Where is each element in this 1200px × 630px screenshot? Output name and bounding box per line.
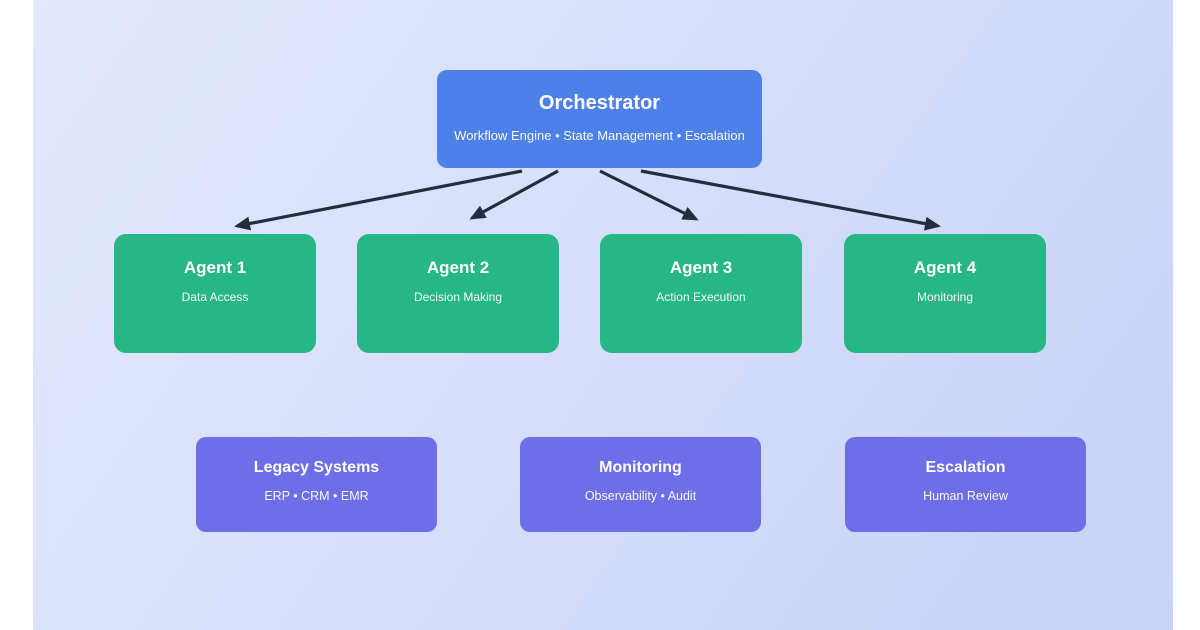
agent-1-title: Agent 1 [183,258,247,277]
orchestrator-node: Orchestrator Workflow Engine • State Man… [437,70,762,168]
agent-2-subtitle: Decision Making [413,289,503,304]
support-node-monitoring: Monitoring Observability • Audit [520,437,761,532]
agent-node-1: Agent 1 Data Access [114,234,316,353]
agent-2-title: Agent 2 [426,258,490,277]
agent-3-subtitle: Action Execution [656,289,746,304]
escalation-title: Escalation [925,459,1006,476]
agent-1-subtitle: Data Access [181,289,249,304]
support-node-escalation: Escalation Human Review [845,437,1086,532]
monitoring-subtitle: Observability • Audit [584,489,697,504]
monitoring-title: Monitoring [599,459,682,476]
agent-node-2: Agent 2 Decision Making [357,234,559,353]
legacy-systems-title: Legacy Systems [253,459,380,476]
agent-node-4: Agent 4 Monitoring [844,234,1046,353]
orchestrator-subtitle: Workflow Engine • State Management • Esc… [454,128,745,143]
legacy-systems-subtitle: ERP • CRM • EMR [264,489,369,504]
escalation-subtitle: Human Review [923,489,1008,504]
agent-4-title: Agent 4 [913,258,977,277]
agent-4-subtitle: Monitoring [916,289,974,304]
agent-node-3: Agent 3 Action Execution [600,234,802,353]
orchestrator-title: Orchestrator [538,92,661,114]
support-node-legacy-systems: Legacy Systems ERP • CRM • EMR [196,437,437,532]
agent-3-title: Agent 3 [669,258,733,277]
